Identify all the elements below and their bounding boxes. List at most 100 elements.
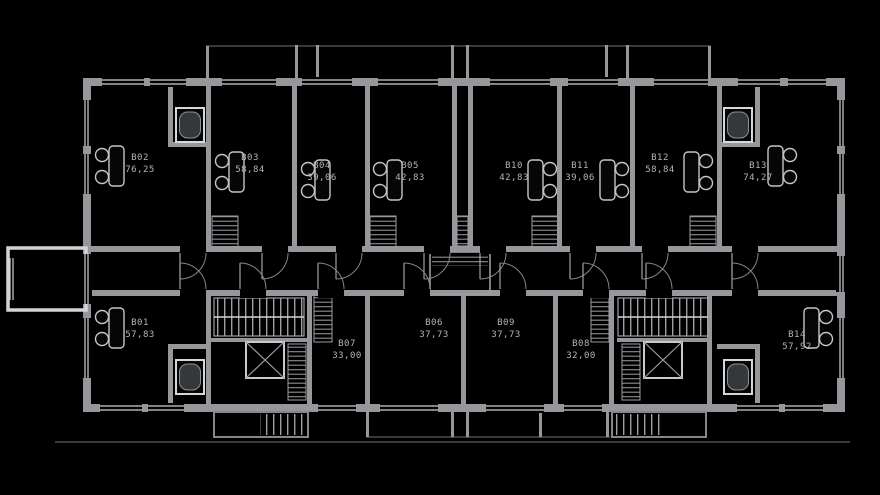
unit-label-b08[interactable]: B08 32,00	[566, 339, 596, 361]
unit-area: 76,25	[125, 165, 155, 175]
door-icon	[317, 262, 345, 298]
windows-top	[102, 77, 826, 87]
door-icon	[261, 245, 289, 280]
door-icon	[499, 262, 527, 298]
entrance-porch-right	[611, 411, 707, 438]
unit-label-b04[interactable]: B04 39,06	[307, 161, 337, 183]
window-icon	[150, 77, 186, 87]
table-chairs-icon	[94, 145, 125, 187]
door-icon	[335, 245, 363, 280]
window-icon	[81, 318, 92, 378]
bathtub-icon	[175, 359, 205, 395]
table-chairs-icon	[94, 307, 125, 349]
elevator-icon	[245, 341, 285, 379]
door-icon	[645, 262, 673, 298]
doors-bottom	[179, 262, 759, 298]
shaft-icon	[590, 293, 610, 343]
unit-area: 57,92	[782, 342, 812, 352]
window-icon	[102, 77, 144, 87]
window-icon	[738, 77, 780, 87]
window-icon	[737, 403, 779, 413]
window-icon	[222, 77, 276, 87]
window-icon	[81, 154, 92, 194]
unit-id: B06	[425, 318, 443, 328]
door-icon	[731, 262, 759, 298]
door-icon	[179, 262, 207, 298]
unit-label-b03[interactable]: B03 58,84	[235, 153, 265, 175]
window-icon	[836, 154, 846, 194]
unit-label-b14[interactable]: B14 57,92	[782, 330, 812, 352]
bathtub-icon	[175, 107, 205, 143]
unit-id: B03	[241, 153, 259, 163]
shaft-icon	[313, 293, 333, 343]
unit-id: B09	[497, 318, 515, 328]
left-bay-window	[6, 246, 88, 312]
unit-label-b06[interactable]: B06 37,73	[419, 318, 449, 340]
window-icon	[100, 403, 142, 413]
unit-id: B01	[131, 318, 149, 328]
duct-shafts	[211, 215, 717, 343]
top-balconies	[206, 45, 711, 78]
window-icon	[836, 100, 846, 146]
partitions-top	[206, 86, 722, 246]
unit-id: B13	[749, 161, 767, 171]
window-icon	[81, 100, 92, 146]
unit-label-b12[interactable]: B12 58,84	[645, 153, 675, 175]
window-icon	[378, 77, 438, 87]
window-icon	[302, 77, 352, 87]
unit-label-b13[interactable]: B13 74,27	[743, 161, 773, 183]
windows-bottom	[100, 403, 823, 413]
door-icon	[569, 245, 597, 280]
unit-label-b09[interactable]: B09 37,73	[491, 318, 521, 340]
entrance-porch-left	[213, 411, 309, 438]
table-chairs-icon	[527, 159, 558, 201]
unit-label-b05[interactable]: B05 42,83	[395, 161, 425, 183]
partitions-bottom	[206, 296, 712, 404]
unit-label-b07[interactable]: B07 33,00	[332, 339, 362, 361]
window-icon	[836, 256, 846, 292]
unit-label-b11[interactable]: B11 39,06	[565, 161, 595, 183]
unit-label-b02[interactable]: B02 76,25	[125, 153, 155, 175]
unit-area: 57,83	[125, 330, 155, 340]
unit-id: B05	[401, 161, 419, 171]
door-icon	[239, 262, 267, 298]
corridor-walls	[91, 246, 837, 296]
stairs-icon	[287, 343, 307, 401]
window-icon	[568, 77, 618, 87]
door-icon	[582, 262, 610, 298]
unit-id: B04	[313, 161, 331, 171]
shaft-icon	[689, 215, 717, 249]
unit-labels: B02 76,25 B03 58,84 B04 39,06 B05 42,83 …	[125, 153, 812, 361]
unit-id: B02	[131, 153, 149, 163]
unit-area: 58,84	[235, 165, 265, 175]
unit-area: 37,73	[419, 330, 449, 340]
table-chairs-icon	[683, 151, 714, 193]
bathroom-walls	[168, 86, 760, 404]
unit-id: B12	[651, 153, 669, 163]
unit-area: 39,06	[307, 173, 337, 183]
stair-core-left	[211, 297, 307, 401]
door-icon	[479, 245, 507, 280]
unit-area: 74,27	[743, 173, 773, 183]
window-icon	[785, 403, 823, 413]
window-icon	[81, 254, 92, 304]
unit-area: 42,83	[395, 173, 425, 183]
unit-label-b01[interactable]: B01 57,83	[125, 318, 155, 340]
unit-label-b10[interactable]: B10 42,83	[499, 161, 529, 183]
shaft-icon	[531, 215, 559, 249]
unit-id: B08	[572, 339, 590, 349]
bathtub-icon	[723, 359, 753, 395]
unit-area: 39,06	[565, 173, 595, 183]
window-icon	[490, 77, 550, 87]
unit-id: B07	[338, 339, 356, 349]
window-icon	[148, 403, 184, 413]
elevator-icon	[643, 341, 683, 379]
elevator-left	[245, 341, 285, 379]
door-icon	[731, 245, 759, 280]
window-icon	[788, 77, 826, 87]
bathtub-icon	[723, 107, 753, 143]
elevator-right	[643, 341, 683, 379]
unit-id: B14	[788, 330, 806, 340]
outer-walls	[83, 78, 845, 412]
